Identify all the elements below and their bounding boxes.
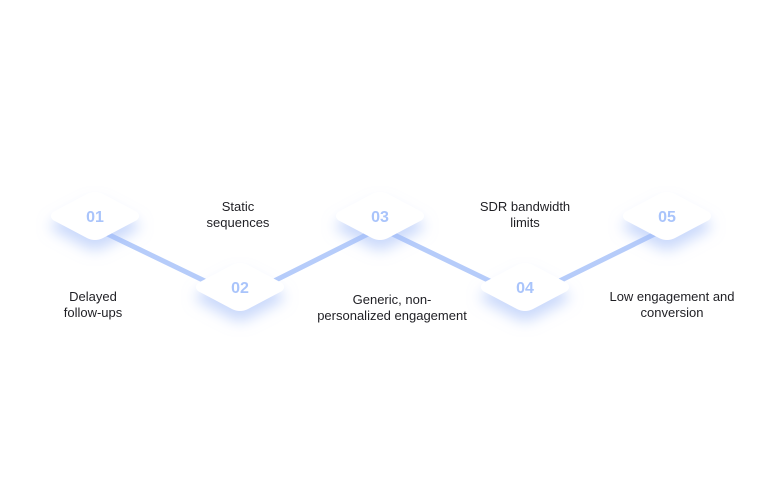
label-line: sequences: [206, 215, 270, 230]
step-node-05: 05: [623, 192, 711, 240]
step-number-02: 02: [231, 280, 249, 297]
step-number-01: 01: [86, 209, 104, 226]
step-label-05: Low engagement and conversion: [609, 289, 734, 321]
node-shape: [196, 263, 284, 311]
label-line: follow-ups: [63, 305, 123, 320]
step-number-04: 04: [516, 280, 534, 297]
label-line: Low engagement and: [609, 289, 735, 304]
step-node-03: 03: [336, 192, 424, 240]
label-line: Delayed: [69, 289, 117, 304]
step-label-02: Static sequences: [207, 199, 270, 231]
node-shape: [623, 192, 711, 240]
node-shape: [336, 192, 424, 240]
label-line: Static: [221, 199, 255, 214]
node-shape: [481, 263, 569, 311]
step-number-05: 05: [658, 209, 676, 226]
step-node-02: 02: [196, 263, 284, 311]
label-line: Generic, non-: [352, 292, 432, 307]
label-line: personalized engagement: [317, 308, 467, 323]
step-label-01: Delayed follow-ups: [64, 289, 123, 321]
label-line: SDR bandwidth: [479, 199, 571, 214]
node-shape: [51, 192, 139, 240]
step-node-04: 04: [481, 263, 569, 311]
label-line: conversion: [640, 305, 704, 320]
label-line: limits: [510, 215, 540, 230]
step-node-01: 01: [51, 192, 139, 240]
step-label-04: SDR bandwidth limits: [480, 199, 570, 231]
step-label-03: Generic, non- personalized engagement: [317, 292, 467, 324]
step-number-03: 03: [371, 209, 389, 226]
